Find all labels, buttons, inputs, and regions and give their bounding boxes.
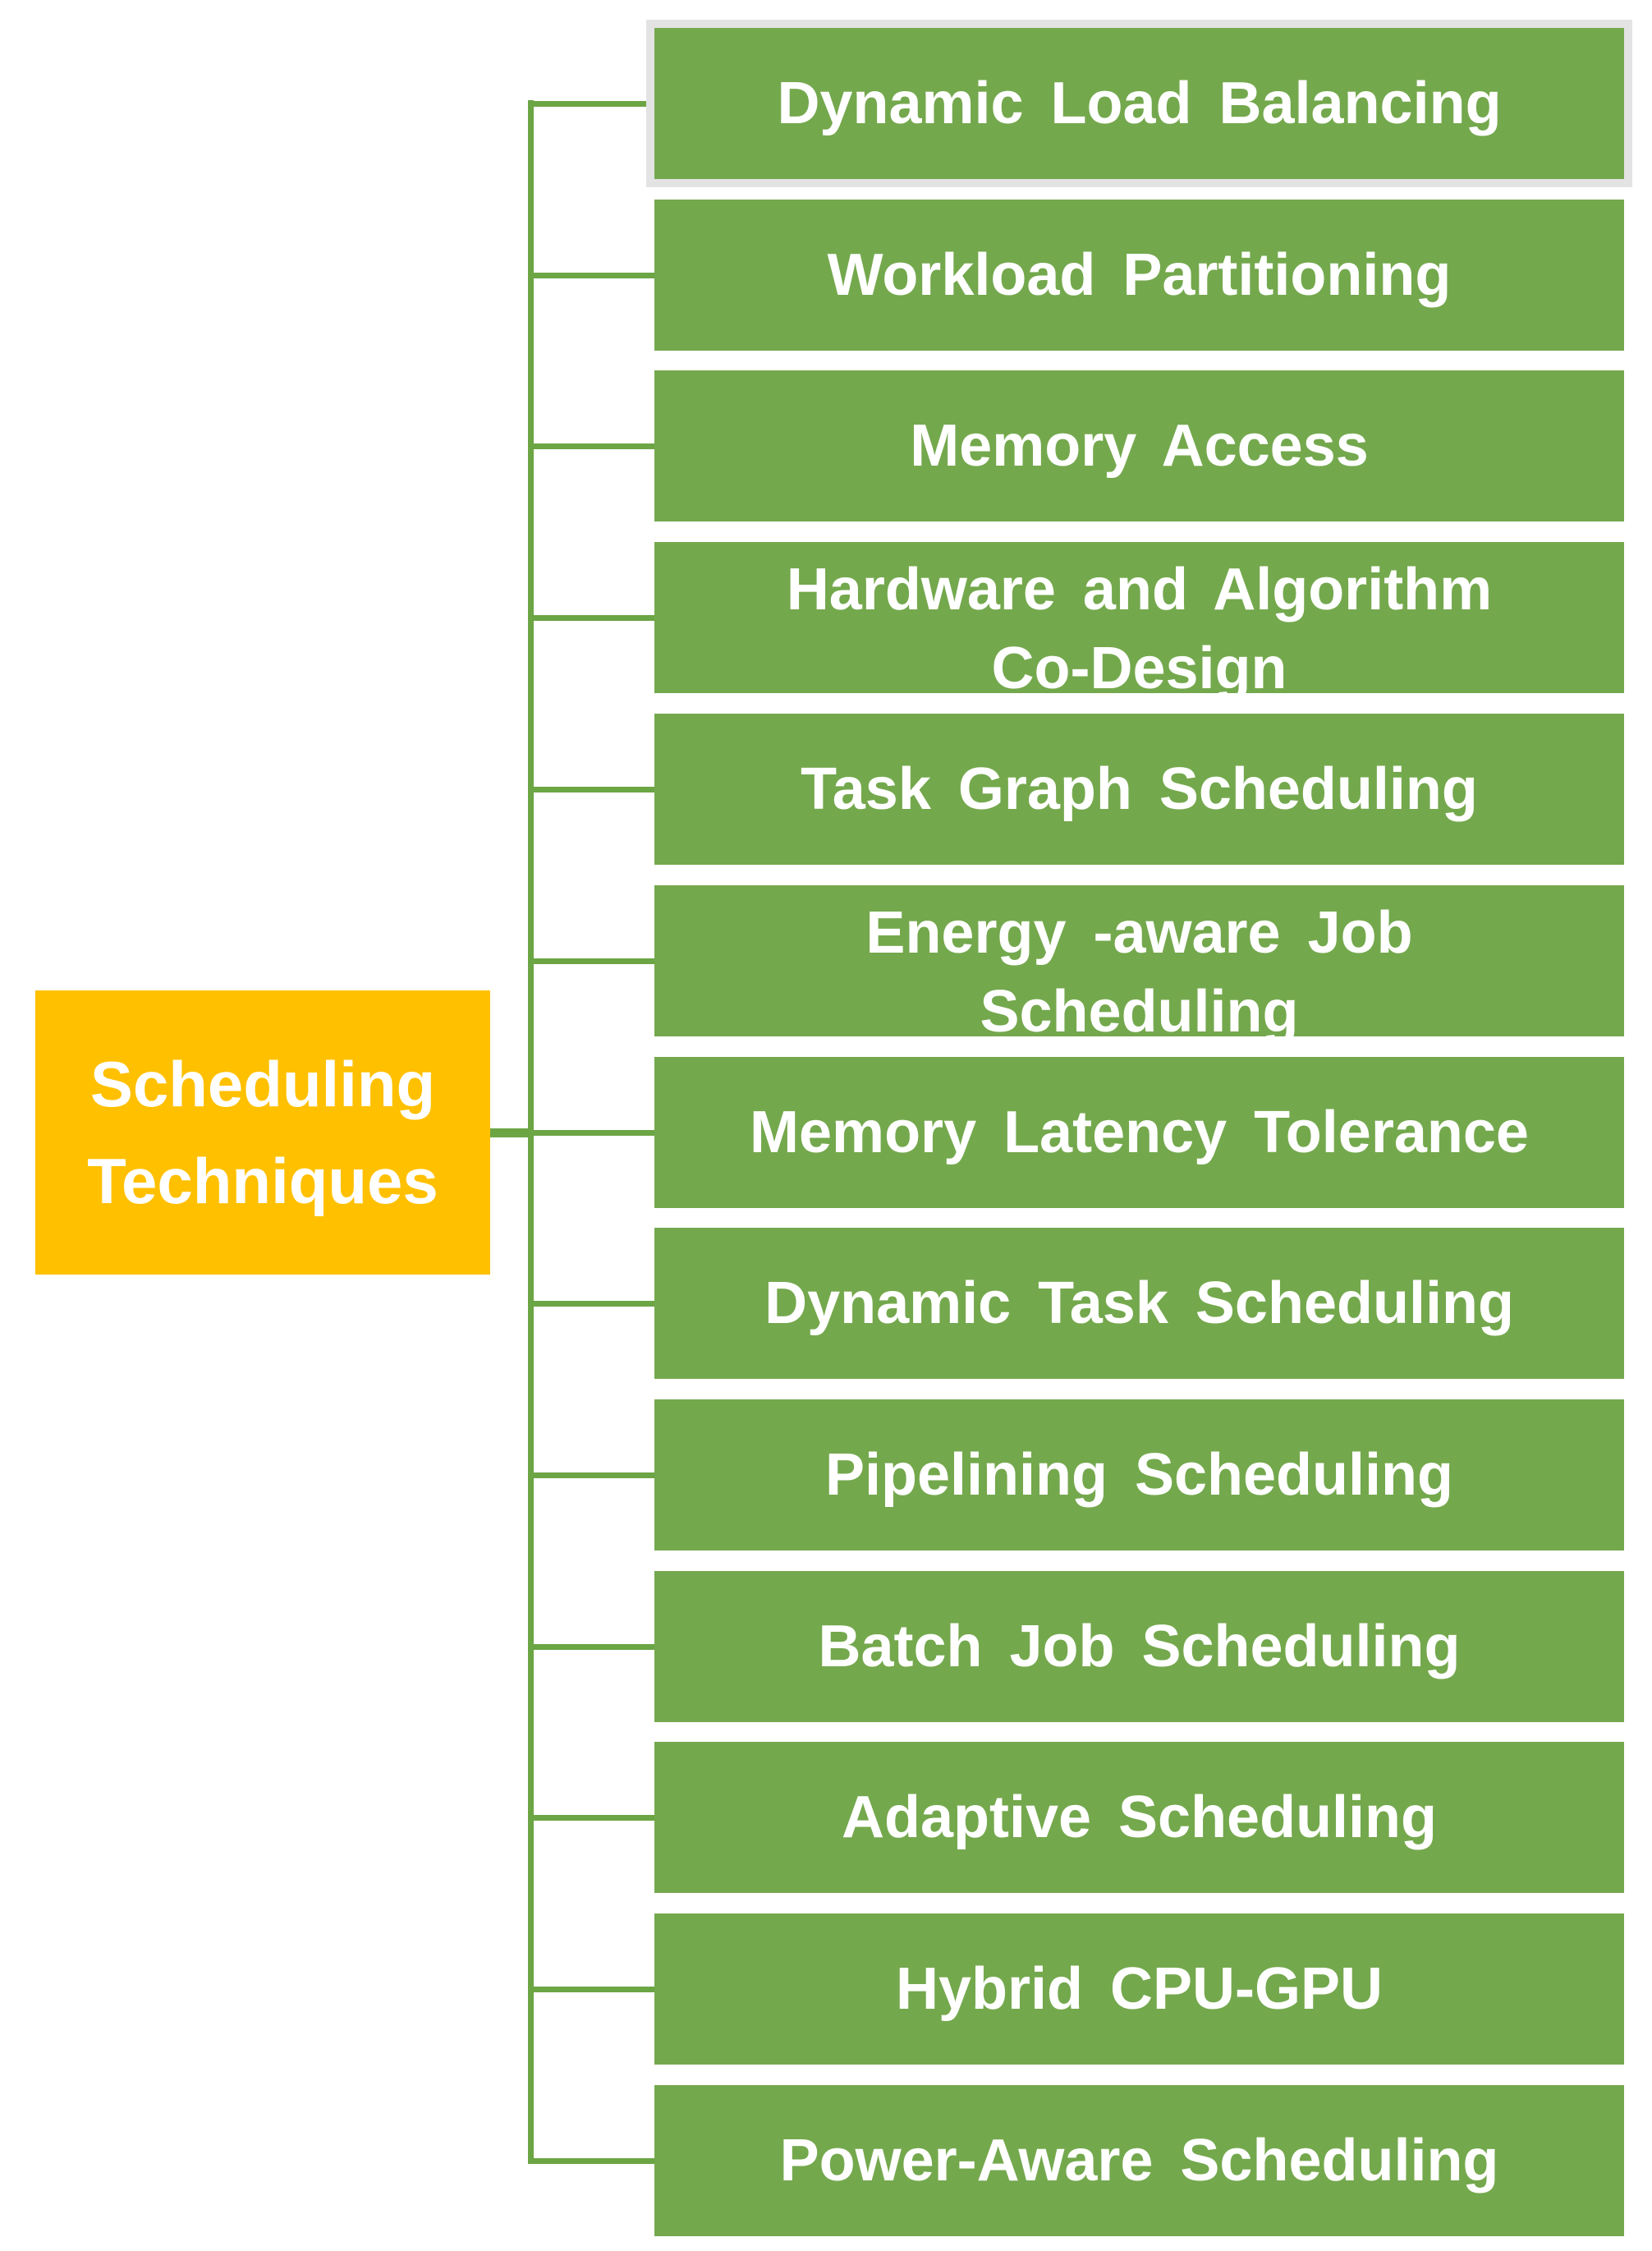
node-task-graph-scheduling: Task Graph Scheduling (654, 714, 1624, 865)
node-label: Dynamic Task Scheduling (764, 1270, 1514, 1336)
node-energy-aware-job-scheduling: Energy -aware Job Scheduling (654, 885, 1624, 1036)
connector-branch (530, 273, 654, 278)
node-pipelining-scheduling: Pipelining Scheduling (654, 1399, 1624, 1550)
node-batch-job-scheduling: Batch Job Scheduling (654, 1571, 1624, 1722)
node-memory-access: Memory Access (654, 370, 1624, 521)
node-label: Workload Partitioning (827, 242, 1452, 308)
node-label: Memory Latency Tolerance (750, 1100, 1529, 1165)
node-hybrid-cpu-gpu: Hybrid CPU-GPU (654, 1913, 1624, 2065)
node-label: Dynamic Load Balancing (777, 71, 1502, 136)
node-label: Batch Job Scheduling (818, 1614, 1461, 1679)
connector-branch (530, 787, 654, 792)
connector-branch (530, 615, 654, 621)
root-node-label-line: Scheduling (89, 1048, 436, 1120)
node-dynamic-load-balancing: Dynamic Load Balancing (654, 28, 1624, 179)
connector-branch (530, 1644, 654, 1650)
node-label: Pipelining Scheduling (825, 1442, 1453, 1508)
connector-root-stub (490, 1128, 533, 1137)
connector-branch (530, 1987, 654, 1992)
connector-branch (530, 1130, 654, 1136)
node-memory-latency-tolerance: Memory Latency Tolerance (654, 1057, 1624, 1208)
node-label-line: Energy -aware Job (865, 900, 1413, 966)
node-power-aware-scheduling: Power-Aware Scheduling (654, 2085, 1624, 2236)
node-label-line: Hardware and Algorithm (786, 557, 1493, 622)
connector-branch (530, 2158, 654, 2164)
node-adaptive-scheduling: Adaptive Scheduling (654, 1742, 1624, 1893)
node-label-line: Co-Design (991, 636, 1287, 693)
connector-branch (530, 1815, 654, 1821)
connector-branch (530, 101, 654, 107)
root-node-scheduling-techniques: Scheduling Techniques (35, 990, 490, 1275)
node-label: Hybrid CPU-GPU (895, 1956, 1383, 2022)
connector-branch (530, 1472, 654, 1478)
connector-branch (530, 958, 654, 964)
node-dynamic-task-scheduling: Dynamic Task Scheduling (654, 1228, 1624, 1379)
node-label: Memory Access (910, 413, 1369, 479)
node-label: Adaptive Scheduling (841, 1785, 1438, 1850)
connector-branch (530, 443, 654, 449)
connector-branch (530, 1301, 654, 1307)
node-label: Power-Aware Scheduling (779, 2128, 1499, 2194)
node-label: Task Graph Scheduling (801, 756, 1478, 822)
node-workload-partitioning: Workload Partitioning (654, 200, 1624, 351)
root-node-label-line: Techniques (87, 1145, 438, 1217)
node-label-line: Scheduling (980, 979, 1299, 1036)
node-hardware-and-algorithm-co-design: Hardware and Algorithm Co-Design (654, 542, 1624, 693)
